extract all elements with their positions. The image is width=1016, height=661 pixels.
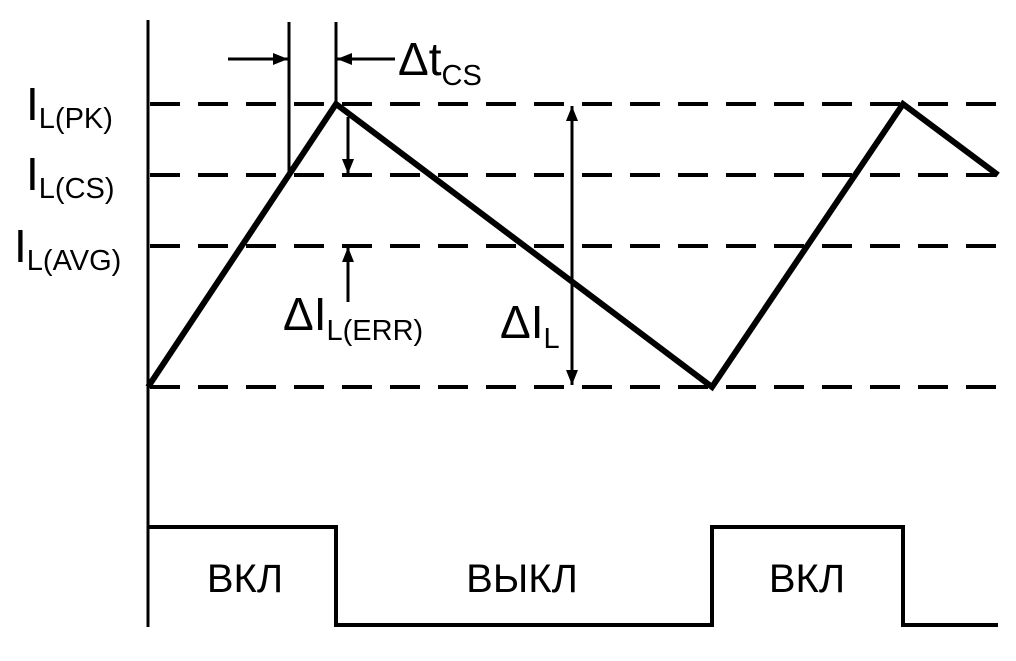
state-on-label-1: ВКЛ [207,557,283,601]
inductor-current-waveform [145,99,1000,392]
level-label-avg: IL(AVG) [14,220,121,277]
level-label-pk: IL(PK) [26,78,113,135]
state-on-label-2: ВКЛ [769,557,845,601]
state-off-label: ВЫКЛ [466,557,578,601]
di-l-label: ΔIL [500,296,560,355]
dt-cs-label: ΔtCS [398,33,482,92]
level-label-cs: IL(CS) [26,148,115,205]
switch-state-waveform [148,525,998,627]
di-err-label: ΔIL(ERR) [283,288,423,347]
